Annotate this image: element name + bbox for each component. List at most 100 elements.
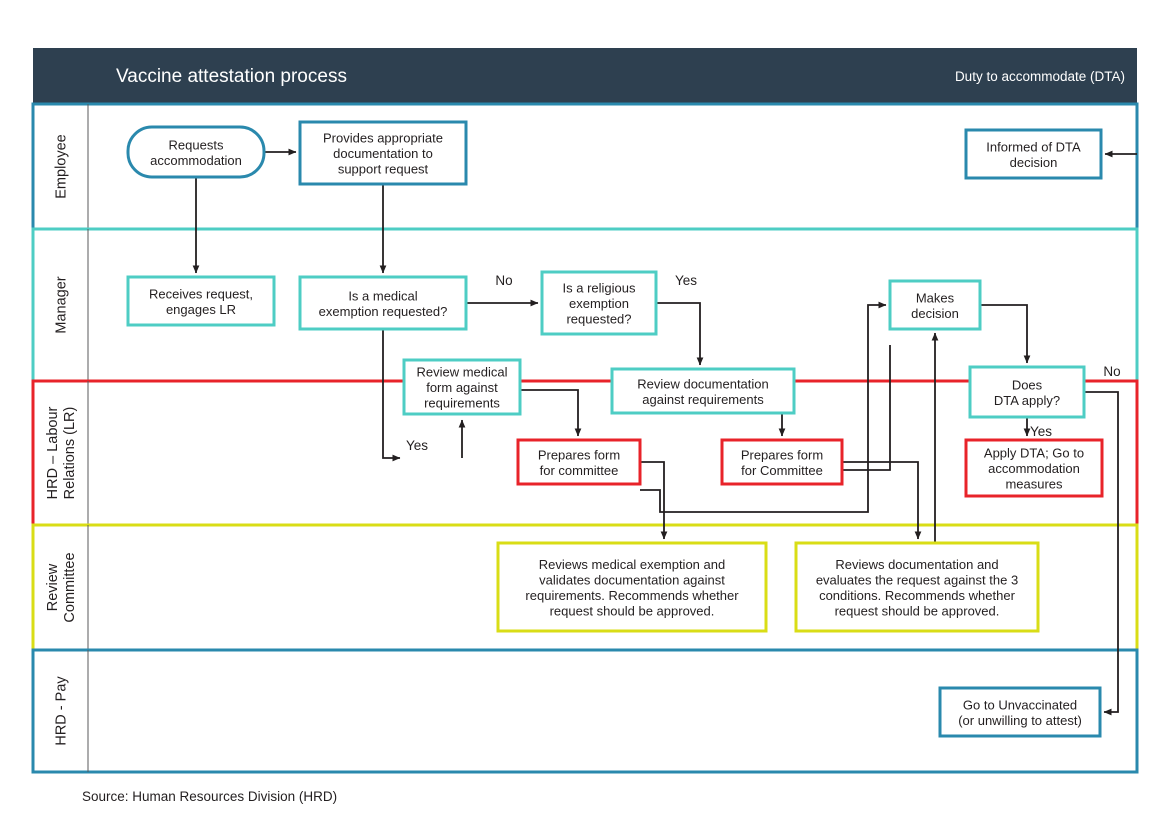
node-label: (or unwilling to attest): [958, 713, 1082, 728]
node-box: [938, 686, 1102, 738]
connector-medical-yes-review: [382, 329, 401, 462]
header-right-label: Duty to accommodate (DTA): [955, 69, 1125, 84]
edge-label-yes-dta: Yes: [1030, 424, 1052, 439]
node-label: accommodation: [988, 461, 1080, 476]
connector-prep2-return-up: [842, 345, 891, 471]
node-box: [964, 128, 1103, 180]
lane-label-manager: Manager: [54, 276, 70, 333]
node-label: decision: [1010, 155, 1058, 170]
edge-label-yes-religious: Yes: [675, 273, 697, 288]
node-label: support request: [338, 162, 429, 177]
node-label: accommodation: [150, 153, 242, 168]
node-label: Apply DTA; Go to: [984, 446, 1084, 461]
node-label: request should be approved.: [835, 603, 1000, 618]
node-label: Reviews documentation and: [835, 557, 998, 572]
node-label: exemption requested?: [319, 304, 448, 319]
node-label: Is a medical: [348, 288, 417, 303]
svg-text:HRD - Pay: HRD - Pay: [54, 676, 70, 746]
svg-text:Relations (LR): Relations (LR): [62, 407, 78, 500]
node-label: Go to Unvaccinated: [963, 697, 1077, 712]
node-label: documentation to: [333, 146, 433, 161]
node-label: Makes: [916, 290, 955, 305]
connector-religious-yes-review: [656, 302, 704, 366]
svg-text:Employee: Employee: [54, 134, 70, 198]
node-label: measures: [1005, 477, 1063, 492]
node-box: [794, 541, 1040, 633]
node-label: DTA apply?: [994, 393, 1060, 408]
connector-reviewmed-to-prep1: [520, 389, 582, 437]
node-label: Provides appropriate: [323, 131, 443, 146]
svg-text:Committee: Committee: [62, 552, 78, 622]
node-box: [516, 438, 642, 486]
node-box: [540, 270, 658, 336]
connectors-layer: [192, 148, 1137, 716]
node-receives-request: Receives request,engages LR: [126, 275, 276, 327]
connector-decision-to-dta: [980, 304, 1031, 364]
node-go-to-unvaccinated: Go to Unvaccinated(or unwilling to attes…: [938, 686, 1102, 738]
svg-text:Review: Review: [45, 563, 61, 611]
node-box: [126, 275, 276, 327]
node-label: Requests: [169, 137, 224, 152]
svg-text:HRD – Labour: HRD – Labour: [45, 406, 61, 499]
node-box: [610, 367, 796, 415]
node-label: conditions. Recommends whether: [819, 588, 1015, 603]
connector-prep1-to-committee1: [640, 461, 668, 540]
node-box: [964, 438, 1104, 498]
node-box: [402, 358, 522, 416]
node-label: against requirements: [642, 392, 764, 407]
node-label: Reviews medical exemption and: [539, 557, 725, 572]
source-note: Source: Human Resources Division (HRD): [82, 789, 337, 804]
node-box: [298, 275, 468, 331]
node-label: Review medical: [416, 365, 507, 380]
edge-label-no-medical: No: [495, 273, 512, 288]
node-label: validates documentation against: [539, 572, 725, 587]
node-label: Is a religious: [563, 281, 636, 296]
header-bar: [33, 48, 1137, 104]
node-box: [496, 541, 768, 633]
node-box: [888, 279, 982, 331]
node-label: decision: [911, 306, 959, 321]
edge-label-yes-medical: Yes: [406, 438, 428, 453]
diagram-title: Vaccine attestation process: [116, 66, 347, 87]
lane-label-employee: Employee: [54, 134, 70, 198]
node-label: exemption: [569, 296, 629, 311]
node-box: [720, 438, 844, 486]
node-label: Prepares form: [538, 447, 620, 462]
node-box: [126, 125, 266, 179]
node-label: request should be approved.: [550, 603, 715, 618]
node-label: Does: [1012, 377, 1043, 392]
node-label: Prepares form: [741, 447, 823, 462]
node-label: evaluates the request against the 3: [816, 572, 1018, 587]
node-label: requirements: [424, 396, 500, 411]
node-label: Informed of DTA: [986, 139, 1081, 154]
node-label: form against: [426, 380, 498, 395]
node-label: for Committee: [741, 463, 823, 478]
node-label: Receives request,: [149, 286, 253, 301]
node-box: [968, 365, 1086, 419]
node-label: requested?: [566, 312, 631, 327]
connector-dta-no-unvacc: [1084, 391, 1119, 716]
node-label: for committee: [540, 463, 619, 478]
edge-label-no-dta: No: [1103, 364, 1120, 379]
node-label: engages LR: [166, 302, 236, 317]
node-box: [298, 120, 468, 186]
